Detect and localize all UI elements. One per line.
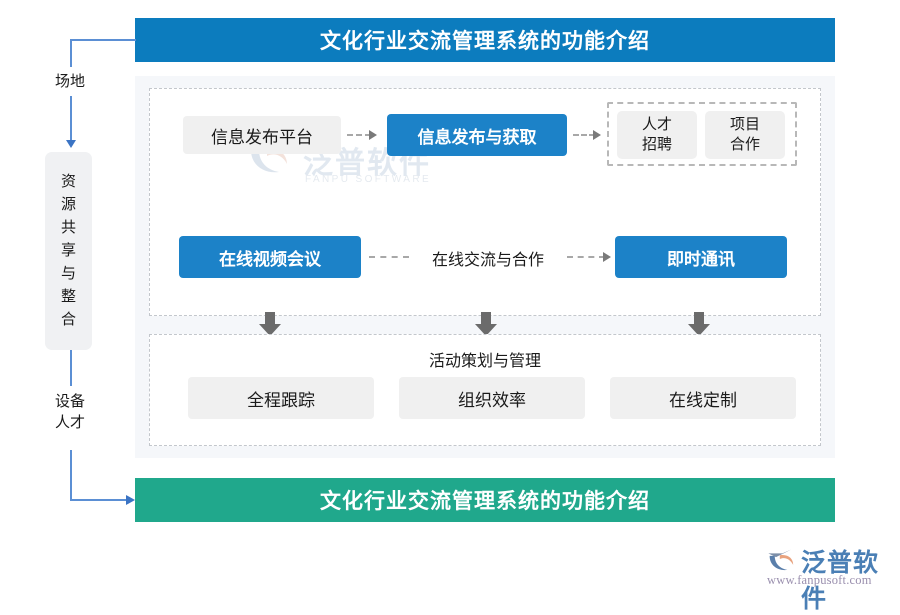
talent-recruit-line1: 人才 xyxy=(641,117,672,133)
rail-label-equipment-talent: 设备 人才 xyxy=(35,392,105,434)
flow-box-project-cooperation[interactable]: 项目 合作 xyxy=(705,111,785,159)
rail-box-char-6: 合 xyxy=(60,311,76,328)
flow-box-talent-recruit[interactable]: 人才 招聘 xyxy=(617,111,697,159)
section-title-activity-management: 活动策划与管理 xyxy=(428,353,541,370)
footer-banner: 文化行业交流管理系统的功能介绍 xyxy=(135,478,835,522)
rail-box-char-3: 享 xyxy=(60,242,76,259)
rail-label-equipment: 设备 xyxy=(54,394,85,410)
arrow-down-icon xyxy=(688,312,710,336)
flow-label-online-exchange: 在线交流与合作 xyxy=(431,252,544,269)
footer-title: 文化行业交流管理系统的功能介绍 xyxy=(320,489,650,513)
flow-box-organization-efficiency[interactable]: 组织效率 xyxy=(399,377,585,419)
project-coop-line1: 项目 xyxy=(729,117,760,133)
flow-box-online-customization[interactable]: 在线定制 xyxy=(610,377,796,419)
connector-top-vertical xyxy=(70,39,72,67)
rail-box-char-2: 共 xyxy=(60,219,76,236)
arrow-right-icon xyxy=(126,495,135,505)
rail-box-char-0: 资 xyxy=(60,173,76,190)
arrow-right-icon xyxy=(603,252,611,262)
connector-dashed-2 xyxy=(573,134,595,136)
connector-dashed-3 xyxy=(369,256,409,258)
rail-box-char-4: 与 xyxy=(60,265,76,282)
arrow-right-icon xyxy=(369,130,377,140)
bottom-flow-container: 活动策划与管理 全程跟踪 组织效率 在线定制 xyxy=(149,334,821,446)
flow-box-info-platform[interactable]: 信息发布平台 xyxy=(183,116,341,154)
flow-box-full-tracking[interactable]: 全程跟踪 xyxy=(188,377,374,419)
arrow-down-icon xyxy=(259,312,281,336)
connector-dashed-1 xyxy=(347,134,371,136)
arrow-down-icon xyxy=(475,312,497,336)
arrow-right-icon xyxy=(593,130,601,140)
flow-box-info-publish-acquire[interactable]: 信息发布与获取 xyxy=(387,114,567,156)
flow-box-instant-messaging[interactable]: 即时通讯 xyxy=(615,236,787,278)
logo-mark-icon xyxy=(768,549,794,571)
connector-bottom-vertical xyxy=(70,450,72,500)
talent-recruit-line2: 招聘 xyxy=(641,137,672,153)
arrow-down-icon xyxy=(66,140,76,148)
rail-box-char-5: 整 xyxy=(60,288,76,305)
diagram-panel: 泛普软件 FANPU SOFTWARE 信息发布平台 信息发布与获取 人才 招聘… xyxy=(135,76,835,458)
brand-logo: 泛普软件 www.fanpusoft.com xyxy=(765,543,893,613)
header-banner: 文化行业交流管理系统的功能介绍 xyxy=(135,18,835,62)
connector-bottom-horizontal xyxy=(70,499,128,501)
flow-box-online-video-meeting[interactable]: 在线视频会议 xyxy=(179,236,361,278)
page-title: 文化行业交流管理系统的功能介绍 xyxy=(320,29,650,53)
rail-label-venue: 场地 xyxy=(54,74,85,90)
rail-box-resource-sharing: 资 源 共 享 与 整 合 xyxy=(45,152,92,350)
connector-dashed-4 xyxy=(567,256,605,258)
project-coop-line2: 合作 xyxy=(729,137,760,153)
connector-box-to-equipment xyxy=(70,350,72,386)
flow-output-group: 人才 招聘 项目 合作 xyxy=(607,102,797,166)
connector-top-horizontal xyxy=(70,39,136,41)
logo-url: www.fanpusoft.com xyxy=(767,573,872,587)
rail-label-talent: 人才 xyxy=(54,415,85,431)
rail-box-char-1: 源 xyxy=(60,196,76,213)
connector-venue-to-box xyxy=(70,96,72,142)
